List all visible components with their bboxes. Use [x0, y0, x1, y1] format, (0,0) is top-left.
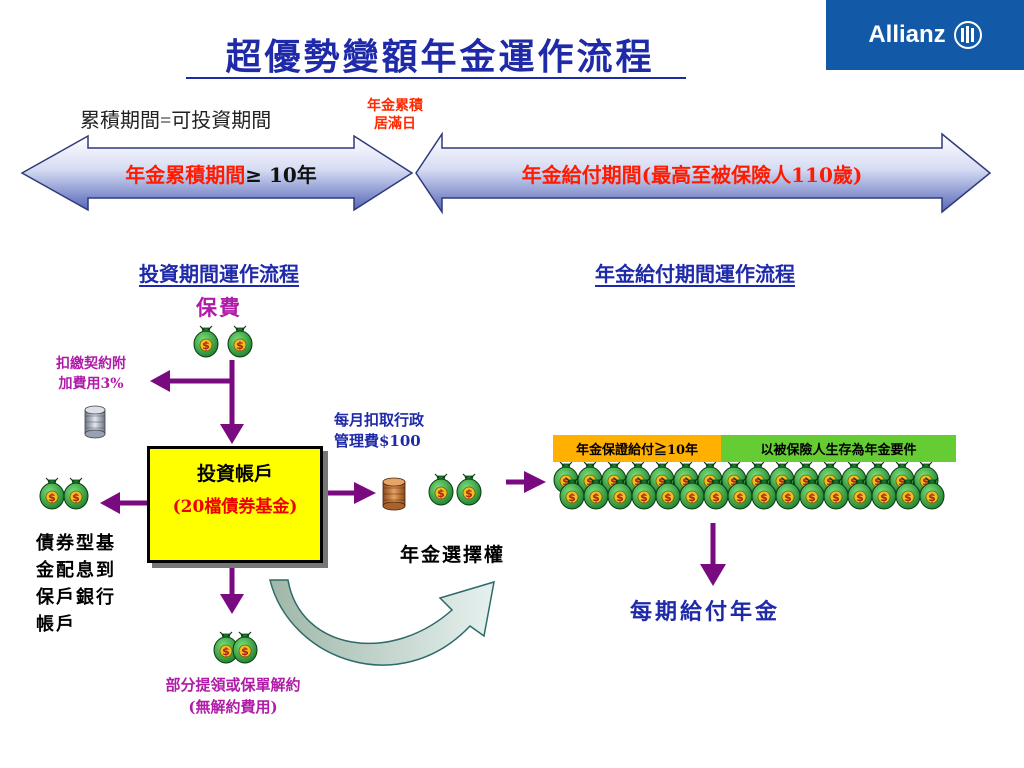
annuity-payment-bags	[553, 461, 945, 510]
flow-arrows	[100, 360, 726, 614]
page-title: 超優勢變額年金運作流程	[225, 36, 655, 78]
investment-account-box: 投資帳戶 (20檔債券基金)	[147, 446, 323, 563]
guaranteed-payout-band: 年金保證給付≧10年	[553, 435, 721, 462]
money-bag-icon	[428, 473, 454, 506]
allianz-eagle-icon	[953, 21, 982, 49]
periodic-annuity-label: 每期給付年金	[630, 599, 781, 625]
coin-stack-icon	[382, 477, 406, 511]
payout-period-label: 年金給付期間(最高至被保險人110歲)	[521, 162, 863, 187]
title-underline	[186, 77, 686, 79]
money-bag-icon	[456, 473, 482, 506]
payout-period-arrow	[415, 131, 992, 215]
withdrawal-label: 部分提領或保單解約 (無解約費用)	[165, 676, 301, 716]
money-bag-icon	[39, 477, 65, 510]
accumulation-maturity-label: 年金累積 居滿日	[367, 98, 423, 132]
investment-flow-heading: 投資期間運作流程	[139, 262, 299, 286]
money-bag-icon	[193, 325, 219, 358]
allianz-logo: Allianz	[826, 0, 1024, 70]
bond-dividend-label: 債券型基 金配息到 保戶銀行 帳戶	[36, 533, 116, 635]
silver-coin-stack-icon	[84, 405, 106, 439]
admin-fee-label: 每月扣取行政 管理費$100	[334, 411, 425, 450]
accumulation-period-label: 年金累積期間 ≥ 10年	[125, 162, 317, 187]
money-bag-icon	[232, 631, 258, 664]
payout-flow-heading: 年金給付期間運作流程	[595, 262, 795, 286]
premium-label: 保費	[196, 295, 242, 320]
money-bag-icon	[227, 325, 253, 358]
money-bag-icon	[63, 477, 89, 510]
policy-fee-label: 扣繳契約附 加費用3%	[56, 356, 126, 392]
annuity-option-label: 年金選擇權	[400, 544, 506, 566]
accumulation-equals-investment-label: 累積期間=可投資期間	[80, 110, 272, 132]
logo-text: Allianz	[868, 21, 946, 48]
annuity-option-curved-arrow	[269, 579, 495, 666]
accumulation-period-arrow	[20, 134, 414, 212]
survival-condition-band: 以被保險人生存為年金要件	[721, 435, 956, 462]
